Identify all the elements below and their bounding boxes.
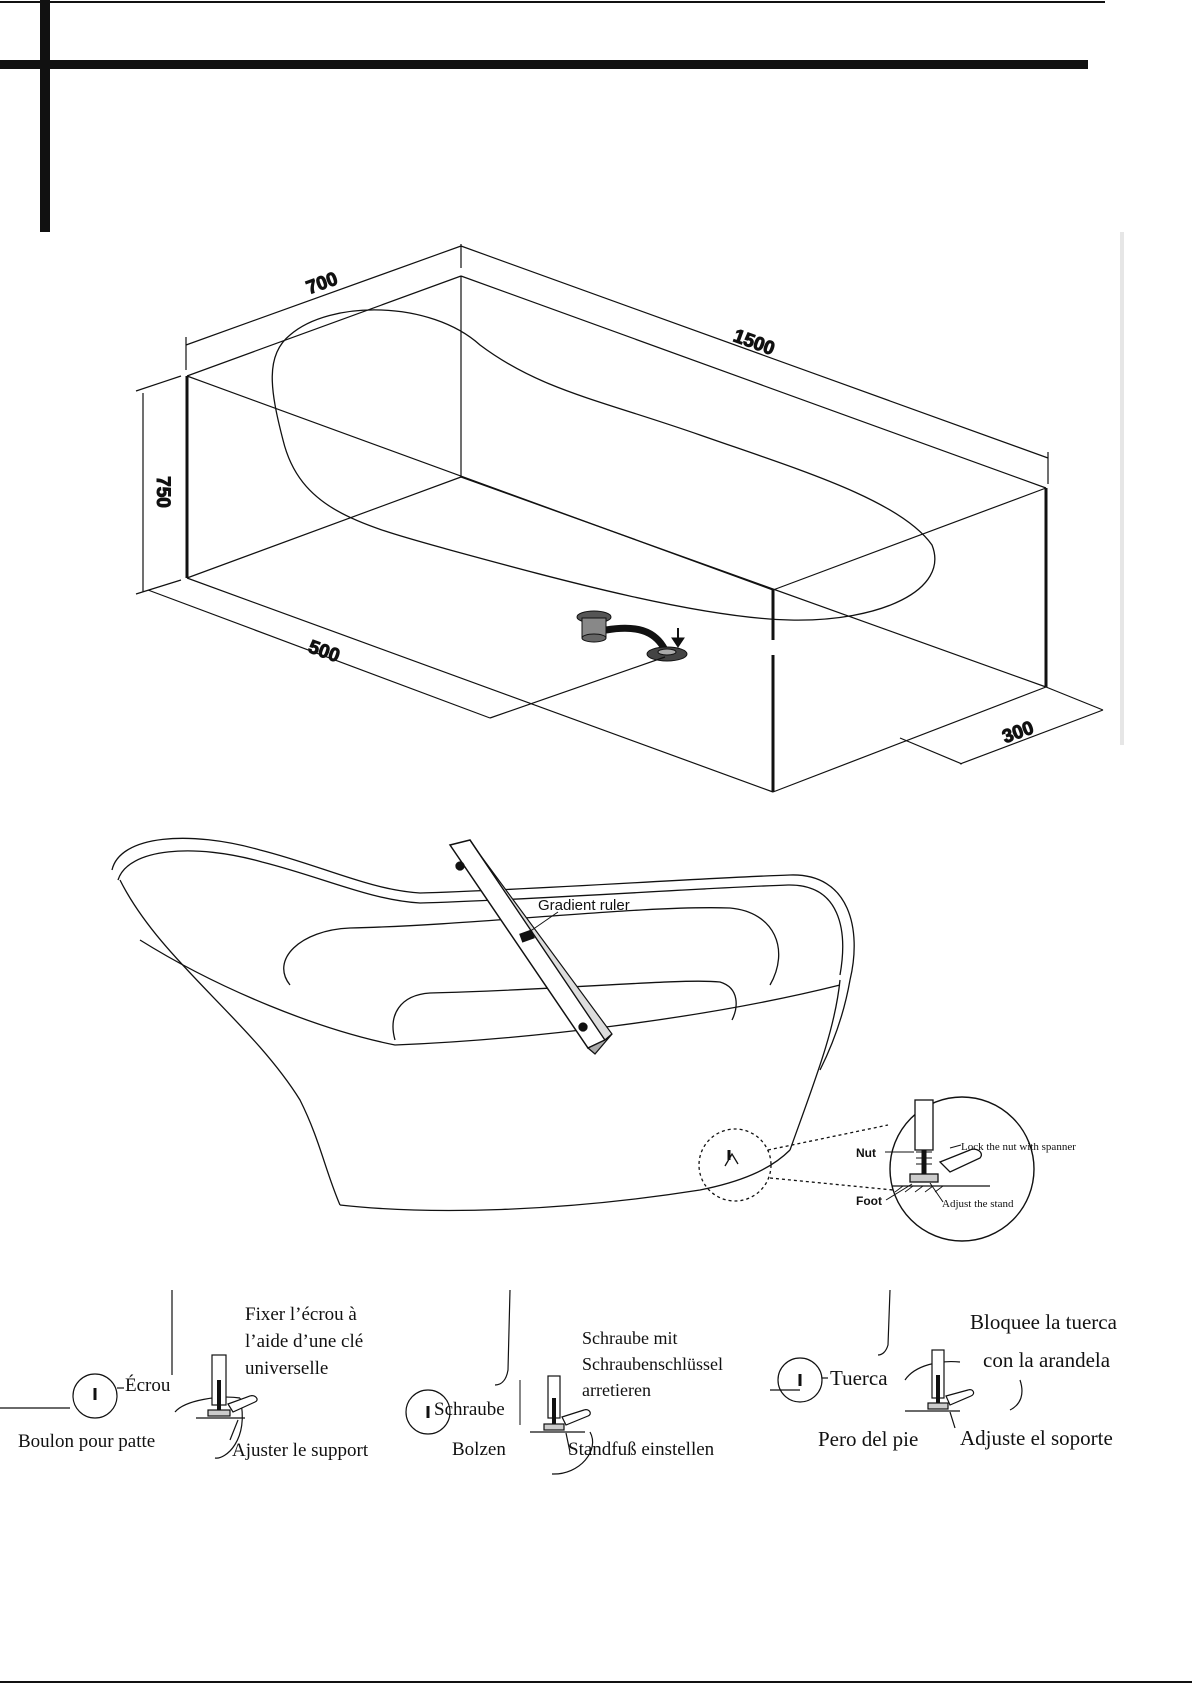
detail-spanish: Bloquee la tuerca con la arandela Tuerca… bbox=[770, 1289, 1118, 1451]
fr-fix-line2: l’aide d’une clé bbox=[245, 1331, 363, 1352]
tub-inner-basin bbox=[283, 907, 780, 986]
leveling-drawing: Gradient ruler Nut Foot Lock the nut wit… bbox=[111, 837, 1076, 1242]
lock-nut-label: Lock the nut with spanner bbox=[961, 1141, 1076, 1153]
fr-adjust-label: Ajuster le support bbox=[232, 1440, 369, 1461]
de-adjust-label: Standfuß einstellen bbox=[568, 1439, 715, 1460]
dimension-drain-offset-x-label: 500 bbox=[305, 637, 342, 668]
es-fix-line2: con la arandela bbox=[983, 1348, 1111, 1372]
dimension-drawing: 700 1500 750 500 300 bbox=[135, 244, 1104, 793]
es-bolt-label: Pero del pie bbox=[818, 1427, 918, 1451]
de-fix-line1: Schraube mit bbox=[582, 1328, 677, 1348]
fr-bolt-label: Boulon pour patte bbox=[18, 1431, 155, 1452]
dimension-length-label: 1500 bbox=[730, 326, 777, 360]
dimension-width-label: 700 bbox=[304, 269, 341, 300]
fr-nut-label: Écrou bbox=[125, 1374, 171, 1396]
box-verticals bbox=[185, 376, 1048, 792]
tub-rim-outline bbox=[271, 309, 936, 621]
de-bolt-label: Bolzen bbox=[452, 1439, 506, 1460]
es-nut-label: Tuerca bbox=[830, 1366, 888, 1390]
header-frame bbox=[0, 0, 1105, 232]
fr-fix-line3: universelle bbox=[245, 1358, 328, 1379]
es-adjust-label: Adjuste el soporte bbox=[960, 1426, 1113, 1450]
detail-french: Fixer l’écrou à l’aide d’une clé univers… bbox=[0, 1290, 369, 1461]
foot-label: Foot bbox=[856, 1194, 882, 1208]
translation-details: Fixer l’écrou à l’aide d’une clé univers… bbox=[0, 1289, 1118, 1475]
drain-assembly bbox=[576, 610, 688, 662]
foot-detail-zoom bbox=[889, 1096, 1035, 1242]
de-fix-line2: Schraubenschlüssel bbox=[582, 1354, 723, 1374]
dimension-height-label: 750 bbox=[152, 476, 173, 508]
nut-label: Nut bbox=[856, 1146, 876, 1160]
detail-german: Schraube mit Schraubenschlüssel arretier… bbox=[405, 1289, 723, 1475]
de-fix-line3: arretieren bbox=[582, 1380, 651, 1400]
es-fix-line1: Bloquee la tuerca bbox=[970, 1310, 1118, 1334]
gradient-ruler bbox=[448, 839, 613, 1055]
de-nut-label: Schraube bbox=[434, 1399, 505, 1420]
dimension-lines bbox=[135, 244, 1104, 765]
bounding-box bbox=[186, 275, 1047, 793]
gradient-ruler-label: Gradient ruler bbox=[538, 897, 630, 914]
foot-detail-contents bbox=[892, 1099, 990, 1193]
fr-fix-line1: Fixer l’écrou à bbox=[245, 1304, 357, 1325]
adjust-stand-label: Adjust the stand bbox=[942, 1198, 1014, 1210]
foot-detail-marker bbox=[698, 1128, 772, 1202]
tub-outer-rim bbox=[111, 837, 855, 1071]
dimension-drain-offset-y-label: 300 bbox=[1000, 718, 1037, 749]
